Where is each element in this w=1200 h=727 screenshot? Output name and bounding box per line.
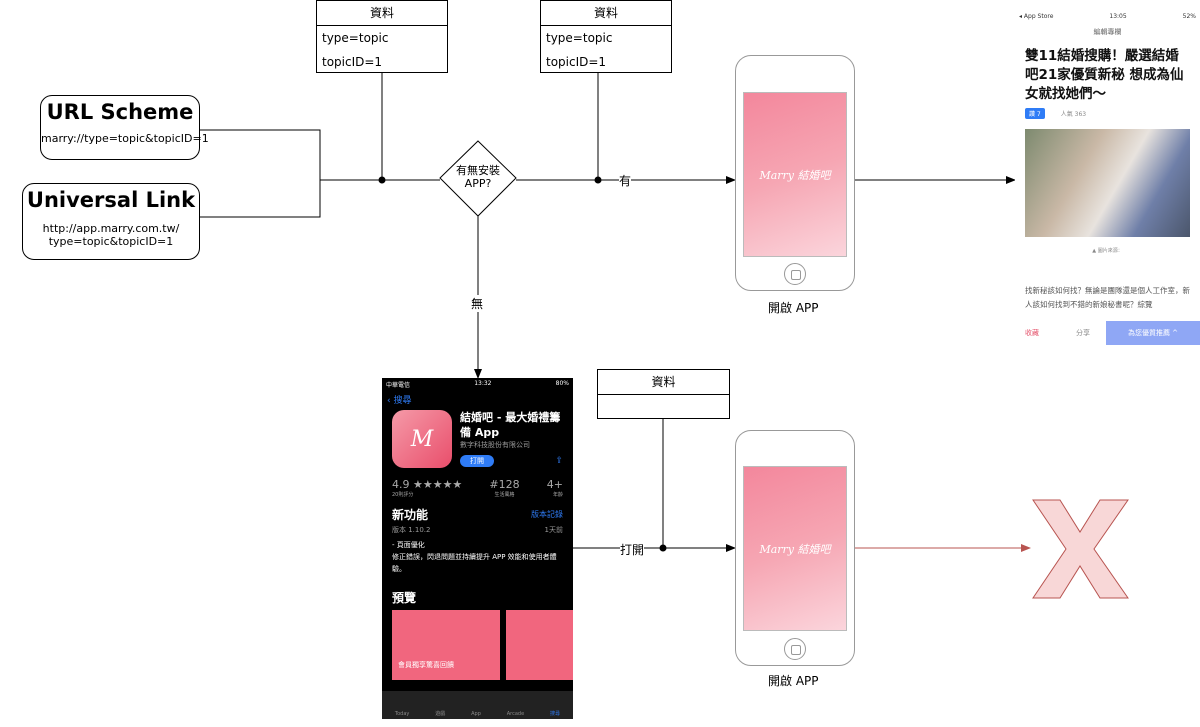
url-scheme-value: marry://type=topic&topicID=1 <box>41 132 209 145</box>
article-photo <box>1025 129 1190 237</box>
status-time: 13:32 <box>474 380 492 387</box>
status-battery: 80% <box>555 380 569 387</box>
recommend-button[interactable]: 為您優質推薦 ^ <box>1106 321 1200 345</box>
preview-image <box>505 610 573 680</box>
data-box-header: 資料 <box>541 1 671 26</box>
note: - 頁面優化 <box>392 541 425 549</box>
data-row: type=topic <box>546 31 613 45</box>
splash-screen: Marry 結婚吧 <box>743 92 847 257</box>
status-carrier: 中華電信 <box>386 382 411 389</box>
url-scheme-title: URL Scheme <box>46 100 194 124</box>
tab-apps[interactable]: App <box>471 711 481 717</box>
universal-link-params: type=topic&topicID=1 <box>48 235 174 248</box>
home-button-icon <box>784 263 806 285</box>
rank: #128 <box>489 478 520 491</box>
universal-link-title: Universal Link <box>26 188 196 212</box>
data-box-header: 資料 <box>598 370 729 395</box>
phone-mockup-2: Marry 結婚吧 <box>735 430 855 666</box>
back-button[interactable]: 搜尋 <box>393 396 412 406</box>
data-row: topicID=1 <box>546 55 607 69</box>
article-screenshot: ◂ App Store 13:05 52% 編輯專欄 雙11結婚搜購！嚴選結婚吧21… <box>1015 10 1200 345</box>
rating-sub: 20則評分 <box>392 492 414 498</box>
phone-mockup-1: Marry 結婚吧 <box>735 55 855 291</box>
app-icon: M <box>392 410 452 468</box>
universal-link-box: Universal Link http://app.marry.com.tw/t… <box>22 183 200 260</box>
yes-label: 有 <box>619 172 632 189</box>
whats-new-heading: 新功能 <box>392 508 429 522</box>
developer: 數字科技股份有限公司 <box>460 441 530 449</box>
share-button[interactable]: 分享 <box>1076 329 1090 337</box>
photo-caption: ▲ 圖片來源： <box>1092 248 1123 254</box>
article-body: 找新秘該如何找？無論是團隊還是個人工作室，新人該如何找到不錯的新娘秘書呢？綜覽 <box>1025 286 1190 309</box>
save-button[interactable]: 收藏 <box>1025 329 1039 337</box>
tab-games[interactable]: 遊戲 <box>435 711 446 717</box>
nav-title: 編輯專欄 <box>1093 28 1122 36</box>
preview-caption: 會員獨享驚喜回饋 <box>398 661 454 669</box>
data-box-1: 資料 type=topic topicID=1 <box>316 0 448 73</box>
preview-image: 會員獨享驚喜回饋 <box>392 610 500 680</box>
open-app-button[interactable]: 打開 <box>460 455 494 467</box>
version-history-link[interactable]: 版本記錄 <box>531 510 563 519</box>
share-icon[interactable]: ⇪ <box>555 456 563 466</box>
rank-sub: 生活風格 <box>494 492 515 498</box>
tab-arcade[interactable]: Arcade <box>506 711 525 717</box>
age: 4+ <box>546 478 563 491</box>
status-battery: 52% <box>1182 13 1196 20</box>
decision-line: APP? <box>464 177 492 190</box>
rating: 4.9 ★★★★★ <box>392 478 463 491</box>
tab-today[interactable]: Today <box>394 711 410 717</box>
views-count: 人氣 363 <box>1060 111 1087 118</box>
no-label: 無 <box>471 295 484 312</box>
article-headline: 雙11結婚搜購！嚴選結婚吧21家優質新秘 想成為仙女就找她們～ <box>1025 48 1184 102</box>
data-row: type=topic <box>322 31 389 45</box>
tab-bar: Today 遊戲 App Arcade 搜尋 <box>382 691 573 719</box>
home-button-icon <box>784 638 806 660</box>
url-scheme-box: URL Scheme marry://type=topic&topicID=1 <box>40 95 209 160</box>
x-mark-icon <box>1032 499 1129 599</box>
preview-heading: 預覽 <box>392 591 417 605</box>
data-row: topicID=1 <box>322 55 383 69</box>
release-notes: - 頁面優化修正錯誤，閃退問題並持續提升 APP 效能和使用者體驗。 <box>382 537 573 577</box>
version: 版本 1.10.2 <box>392 526 431 534</box>
open-label: 打開 <box>620 541 645 558</box>
age-sub: 年齡 <box>552 492 563 498</box>
status-carrier: ◂ App Store <box>1019 13 1054 20</box>
like-button[interactable]: 讚 7 <box>1025 108 1045 119</box>
updated-ago: 1天前 <box>544 526 563 534</box>
open-app-label-2: 開啟 APP <box>768 672 819 689</box>
universal-link-url: http://app.marry.com.tw/ <box>42 222 180 235</box>
splash-screen: Marry 結婚吧 <box>743 466 847 631</box>
tab-search[interactable]: 搜尋 <box>550 711 561 717</box>
status-time: 13:05 <box>1109 13 1127 20</box>
decision-line: 有無安裝 <box>456 164 500 177</box>
data-box-2: 資料 type=topic topicID=1 <box>540 0 672 73</box>
note: 修正錯誤，閃退問題並持續提升 APP 效能和使用者體驗。 <box>392 553 557 573</box>
app-name: 結婚吧 - 最大婚禮籌備 App <box>460 411 561 439</box>
open-app-label-1: 開啟 APP <box>768 299 819 316</box>
data-box-3: 資料 <box>597 369 730 419</box>
data-box-header: 資料 <box>317 1 447 26</box>
